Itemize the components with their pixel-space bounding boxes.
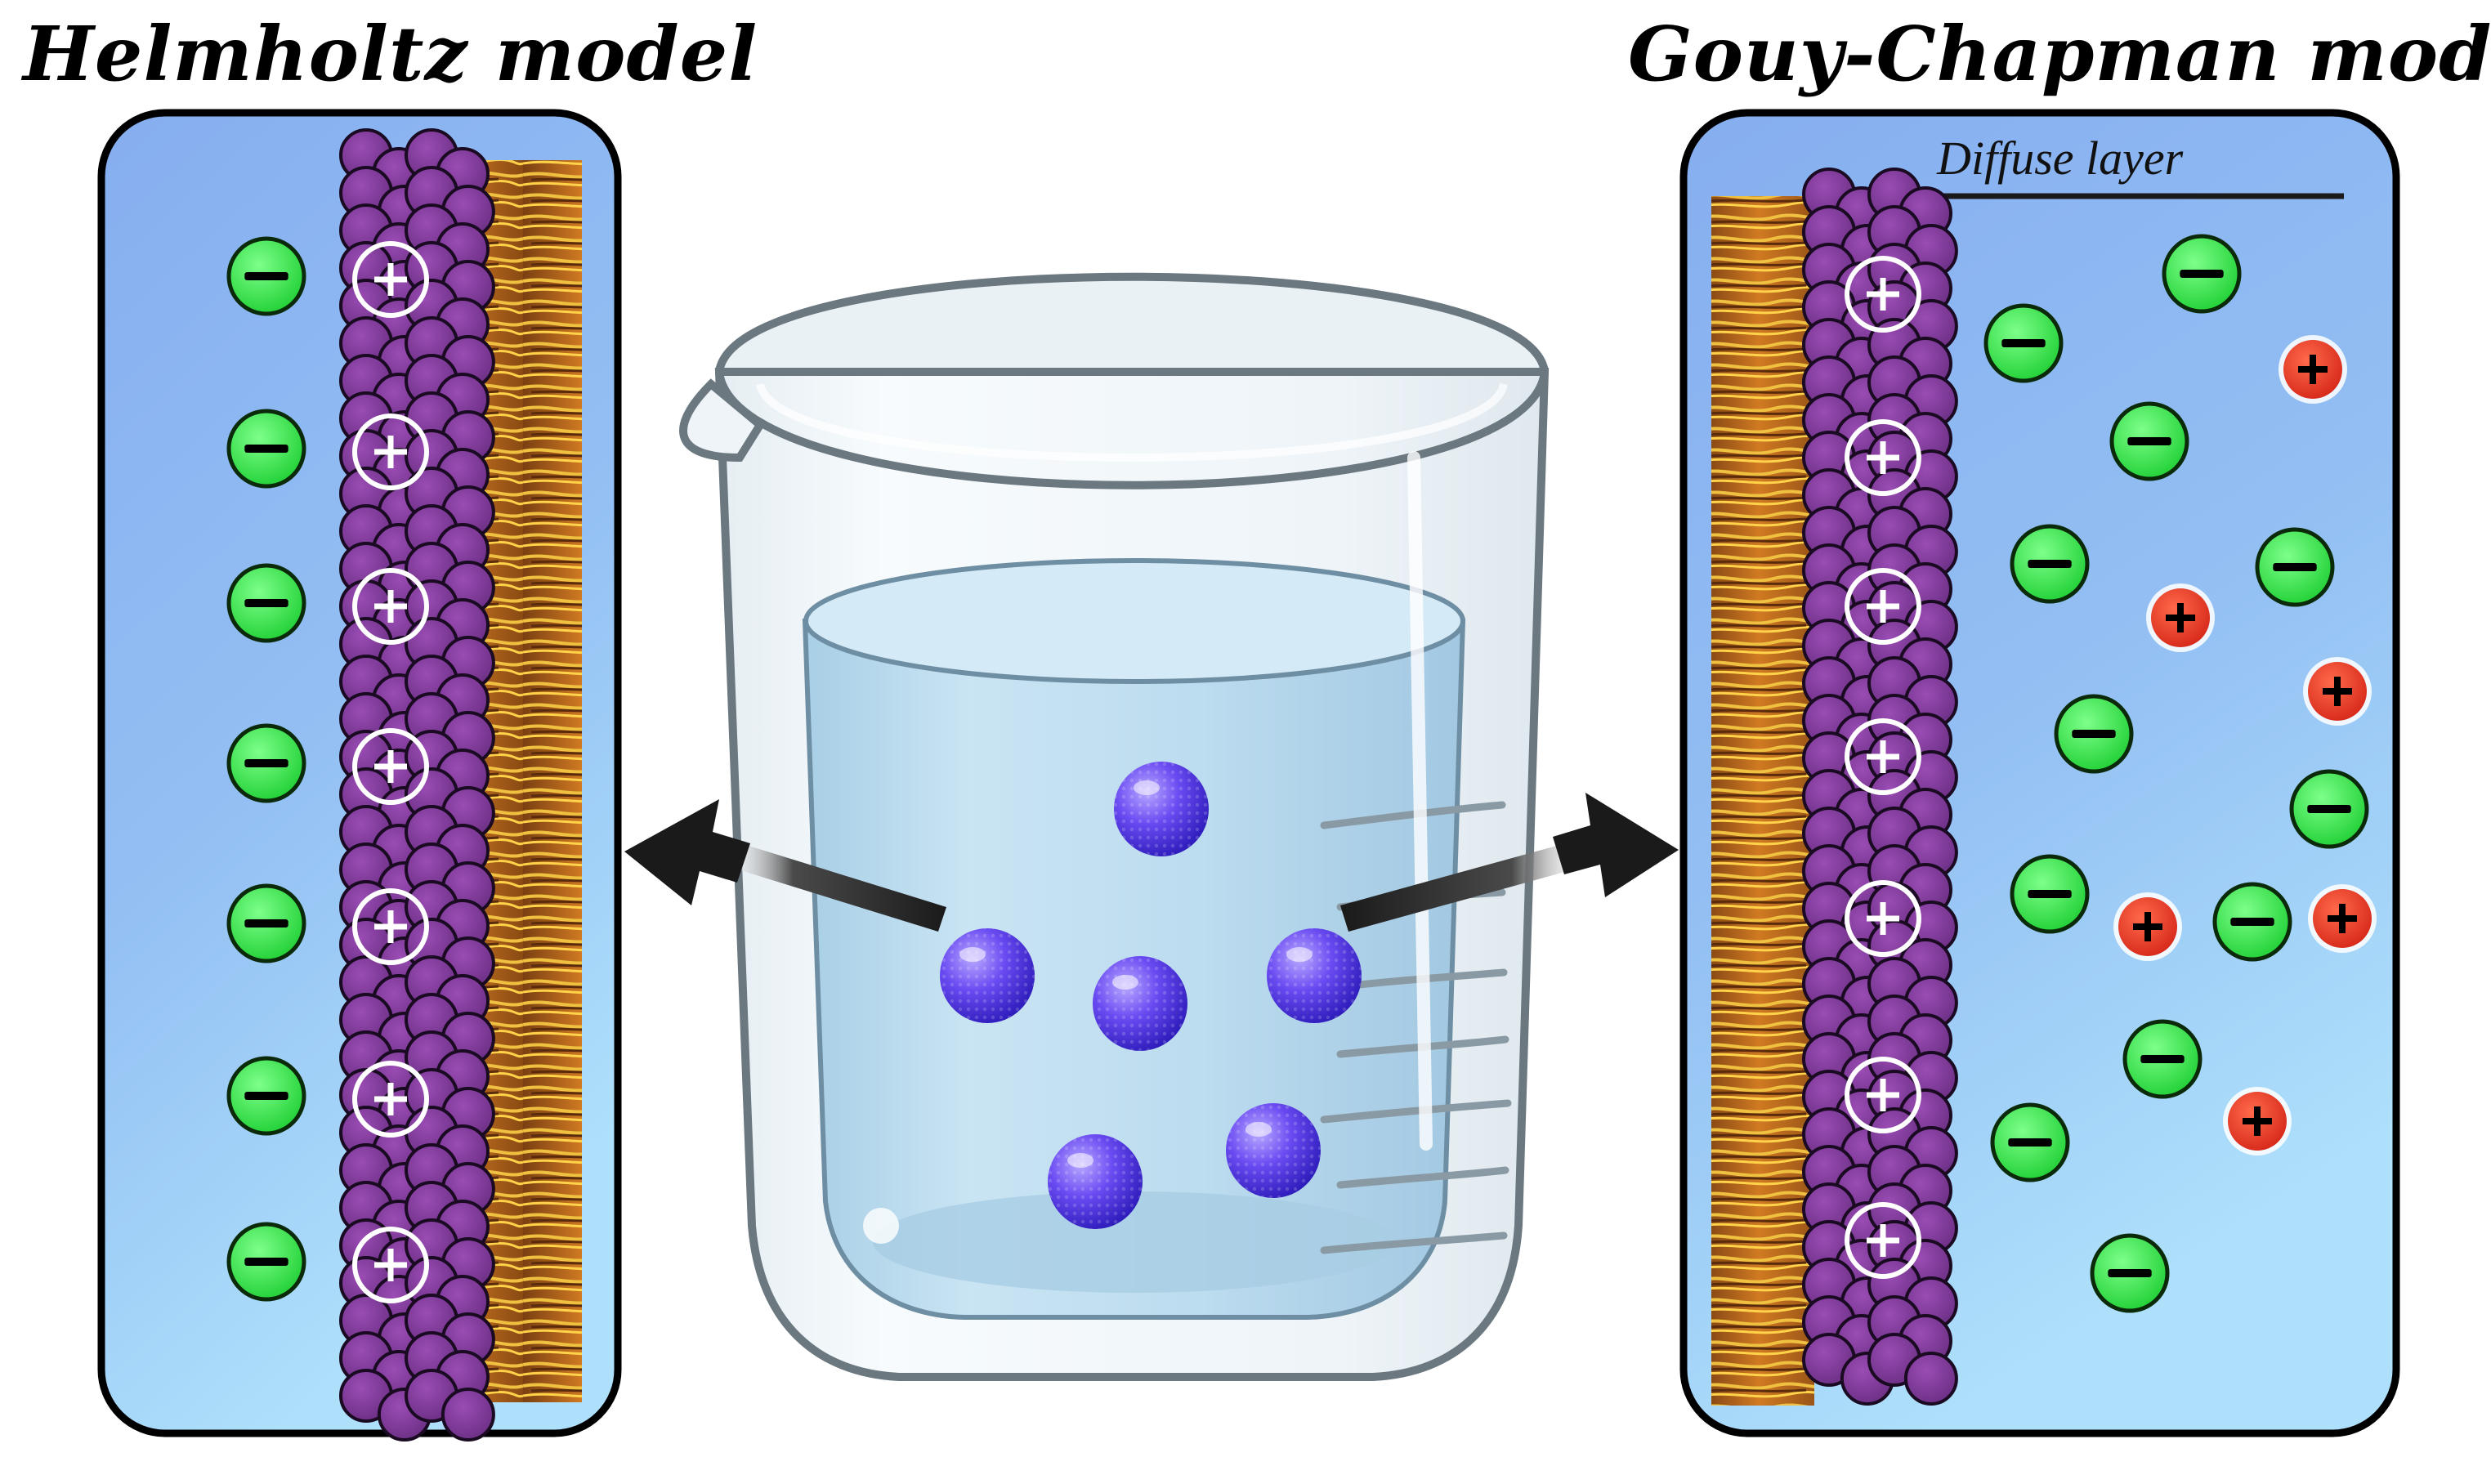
gouy-chapman-panel xyxy=(1679,109,2400,1437)
plus-circle-icon xyxy=(2223,1087,2292,1155)
particle-surface xyxy=(339,128,495,1442)
sphere-icon xyxy=(1267,928,1362,1023)
plus-circle-icon xyxy=(352,1227,429,1303)
minus-circle-icon xyxy=(226,1056,306,1136)
plus-circle-icon xyxy=(352,888,429,965)
plus-circle-icon xyxy=(2303,657,2372,726)
membrane-bead xyxy=(1903,1352,1958,1406)
minus-circle-icon xyxy=(2162,234,2242,314)
plus-circle-icon xyxy=(2308,884,2377,953)
minus-circle-icon xyxy=(2289,769,2369,849)
sphere-icon xyxy=(1093,956,1187,1051)
plus-circle-icon xyxy=(2113,892,2182,961)
minus-circle-icon xyxy=(226,723,306,803)
sphere-icon xyxy=(940,928,1035,1023)
plus-circle-icon xyxy=(1845,880,1921,957)
particle-surface xyxy=(1802,168,1958,1406)
minus-circle-icon xyxy=(1990,1102,2070,1182)
minus-circle-icon xyxy=(2212,882,2292,962)
minus-circle-icon xyxy=(226,883,306,963)
surface-charges xyxy=(352,241,429,1303)
minus-circle-icon xyxy=(2054,694,2134,774)
minus-circle-icon xyxy=(2122,1019,2203,1099)
minus-circle-icon xyxy=(226,409,306,489)
plus-circle-icon xyxy=(1845,419,1921,496)
minus-circle-icon xyxy=(1983,303,2064,383)
minus-circle-icon xyxy=(2010,524,2090,604)
lipid-tail-layer xyxy=(1711,196,1814,1406)
minus-circle-icon xyxy=(2109,401,2189,481)
plus-circle-icon xyxy=(1845,1202,1921,1279)
sphere-icon xyxy=(1114,762,1209,856)
minus-circle-icon xyxy=(2010,854,2090,934)
plus-circle-icon xyxy=(1845,256,1921,333)
diffuse-ions xyxy=(1983,234,2377,1313)
minus-circle-icon xyxy=(2090,1233,2170,1313)
sphere-icon xyxy=(1048,1134,1143,1229)
plus-circle-icon xyxy=(352,413,429,490)
plus-circle-icon xyxy=(1845,568,1921,645)
plus-circle-icon xyxy=(352,241,429,318)
nanoparticles xyxy=(940,762,1362,1229)
plus-circle-icon xyxy=(352,1061,429,1138)
minus-circle-icon xyxy=(2255,527,2335,607)
plus-circle-icon xyxy=(352,728,429,805)
gouy-chapman-title: Gouy-Chapman model xyxy=(1628,10,2491,98)
plus-circle-icon xyxy=(2279,335,2347,404)
diffuse-layer-label: Diffuse layer xyxy=(1937,132,2184,185)
membrane-bead xyxy=(441,1388,495,1442)
minus-circle-icon xyxy=(226,563,306,643)
arrow-to-helmholtz xyxy=(624,799,946,932)
surface-charges xyxy=(1845,256,1921,1279)
lipid-tail-layer xyxy=(476,160,582,1402)
plus-circle-icon xyxy=(1845,1057,1921,1133)
minus-circle-icon xyxy=(226,236,306,316)
helmholtz-panel xyxy=(97,109,622,1442)
sphere-icon xyxy=(1226,1103,1321,1198)
helmholtz-title: Helmholtz model xyxy=(23,10,758,98)
plus-circle-icon xyxy=(1845,718,1921,795)
plus-circle-icon xyxy=(2146,583,2215,652)
minus-circle-icon xyxy=(226,1222,306,1302)
counter-ions xyxy=(226,236,306,1302)
plus-circle-icon xyxy=(352,568,429,645)
arrow-to-gouy-chapman xyxy=(1340,793,1679,932)
